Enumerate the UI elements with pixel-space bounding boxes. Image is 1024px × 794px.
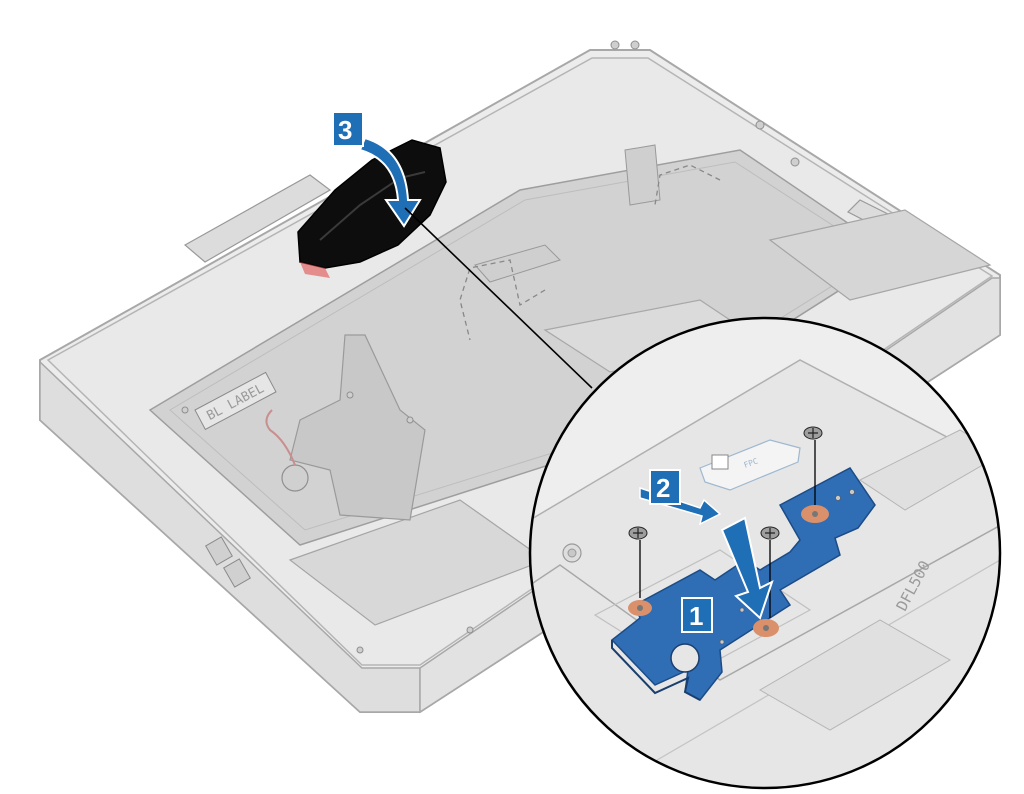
zoom-circle-border (528, 316, 1002, 790)
cable-path-upper (654, 164, 721, 206)
upper-bracket (624, 144, 661, 206)
keyboard-support-bracket (289, 334, 426, 521)
chassis-label-box (194, 371, 277, 431)
tape-shape (297, 139, 447, 269)
hinge-left (183, 174, 332, 263)
screw-2 (760, 526, 780, 618)
step-1-callout: 1 (681, 597, 713, 633)
zoom-leader-line (404, 207, 593, 389)
chassis-screws (181, 40, 800, 654)
step-3-number: 3 (338, 115, 352, 145)
zoom-recess (759, 619, 951, 731)
palmrest-pad-right (768, 209, 992, 301)
usb-port-1 (205, 536, 233, 566)
tape-fold (300, 262, 330, 278)
step-2-callout: 2 (649, 469, 681, 505)
peel-arrow-body (358, 136, 422, 228)
step-2-number: 2 (656, 473, 670, 503)
slide-arrow (720, 516, 774, 620)
step-3-callout: 3 (332, 111, 364, 147)
center-bracket (474, 244, 561, 283)
io-board-flex-cable (699, 439, 801, 491)
standoff-left-inner (567, 548, 577, 558)
screw-1 (628, 526, 648, 598)
flex-connector-qr (711, 454, 729, 470)
io-board-edge (611, 640, 701, 701)
slide-arrow-body (720, 516, 774, 620)
peel-arrow (358, 136, 422, 228)
tape-highlight (319, 171, 426, 241)
cable-path (459, 259, 546, 341)
step-1-number: 1 (689, 601, 703, 631)
io-board-hole (670, 643, 700, 673)
zoom-detail-view: DFL500 FPC (528, 316, 1002, 790)
usb-port-2 (223, 558, 251, 588)
screw-3 (803, 426, 823, 505)
coin-cell-battery (281, 464, 309, 492)
zoom-recess-2 (859, 429, 1000, 511)
battery-cable (265, 409, 296, 466)
